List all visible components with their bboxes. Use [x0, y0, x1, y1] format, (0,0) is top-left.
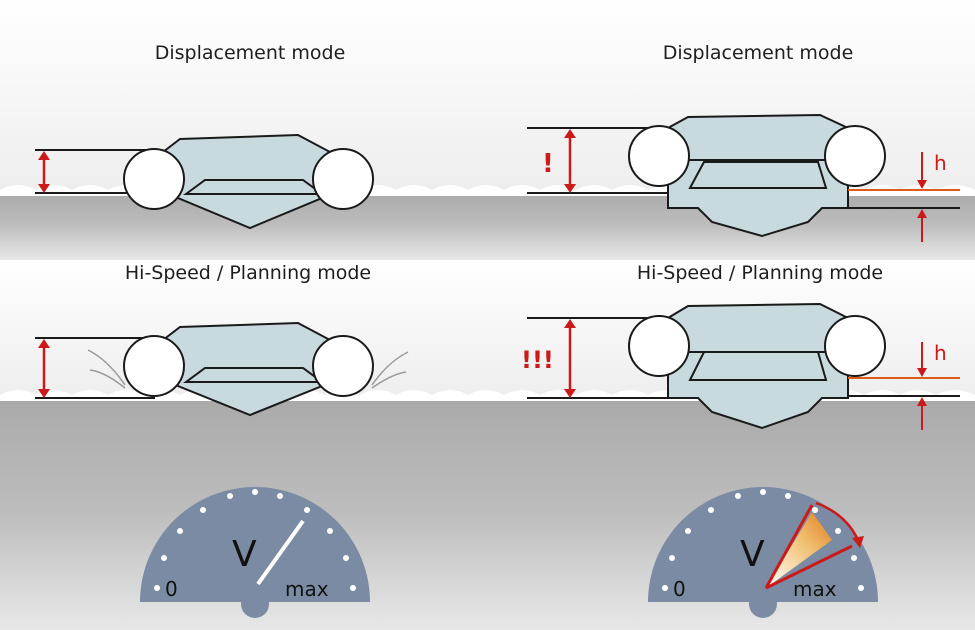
left-tube: [123, 148, 185, 210]
h-label-bottom: h: [934, 341, 947, 365]
gauge-min-label: 0: [673, 577, 686, 601]
deck: [182, 367, 326, 383]
warning-mark-triple: !!!: [521, 346, 554, 374]
deck: [688, 351, 828, 381]
label-left-displacement-mode: Displacement mode: [154, 42, 346, 64]
right-speed-gauge: V 0 max: [648, 487, 878, 618]
gauge-max-label: max: [285, 577, 329, 601]
gauge-range-arrowhead: [852, 536, 864, 548]
gauge-limit-line-b: [765, 544, 853, 590]
left-speed-gauge: V 0 max: [140, 487, 370, 618]
gauge-dots: [662, 489, 864, 591]
gauge-symbol: V: [232, 534, 257, 575]
gauge-dial: [648, 487, 878, 602]
gauge-pivot: [749, 590, 777, 618]
gauge-speed-wedge: [766, 512, 832, 588]
h-label-top: h: [934, 151, 947, 175]
right-planing-boat: [527, 302, 886, 430]
right-top-sink-lines: [848, 189, 960, 209]
right-displacement-boat: [527, 113, 886, 238]
hull-upper: [667, 113, 849, 161]
hull-upper: [667, 302, 849, 353]
deck: [688, 161, 828, 189]
label-right-displacement-mode: Displacement mode: [662, 42, 854, 64]
gauge-limit-line-a: [764, 504, 814, 589]
gauge-dial: [140, 487, 370, 602]
left-bottom-height-arrow: [38, 339, 50, 398]
gauge-max-label: max: [793, 577, 837, 601]
label-right-planning-mode: Hi-Speed / Planning mode: [636, 262, 884, 284]
left-tube: [123, 335, 185, 397]
warning-mark-single: !: [542, 149, 554, 179]
right-tube: [312, 335, 374, 397]
right-bottom-sink-lines: [848, 377, 960, 397]
right-bottom-height-arrow: [564, 319, 576, 398]
gauge-min-label: 0: [165, 577, 178, 601]
left-tube: [628, 125, 690, 187]
gauge-pivot: [241, 590, 269, 618]
right-bottom-h-arrows: [917, 342, 927, 430]
deck: [182, 179, 326, 195]
right-top-height-arrow: [564, 129, 576, 193]
right-top-h-arrows: [917, 152, 927, 242]
left-planing-boat: [35, 321, 374, 417]
right-tube: [312, 148, 374, 210]
gauge-dots: [154, 489, 356, 591]
label-left-planning-mode: Hi-Speed / Planning mode: [124, 262, 372, 284]
gauge-symbol: V: [740, 534, 765, 575]
right-tube: [824, 315, 886, 377]
left-planing-spray: [87, 349, 409, 389]
left-displacement-boat: [35, 133, 374, 230]
right-tube: [824, 125, 886, 187]
gauge-range-arc: [815, 501, 860, 541]
left-tube: [628, 315, 690, 377]
left-top-height-arrow: [38, 151, 50, 193]
gauge-needle: [256, 519, 305, 586]
